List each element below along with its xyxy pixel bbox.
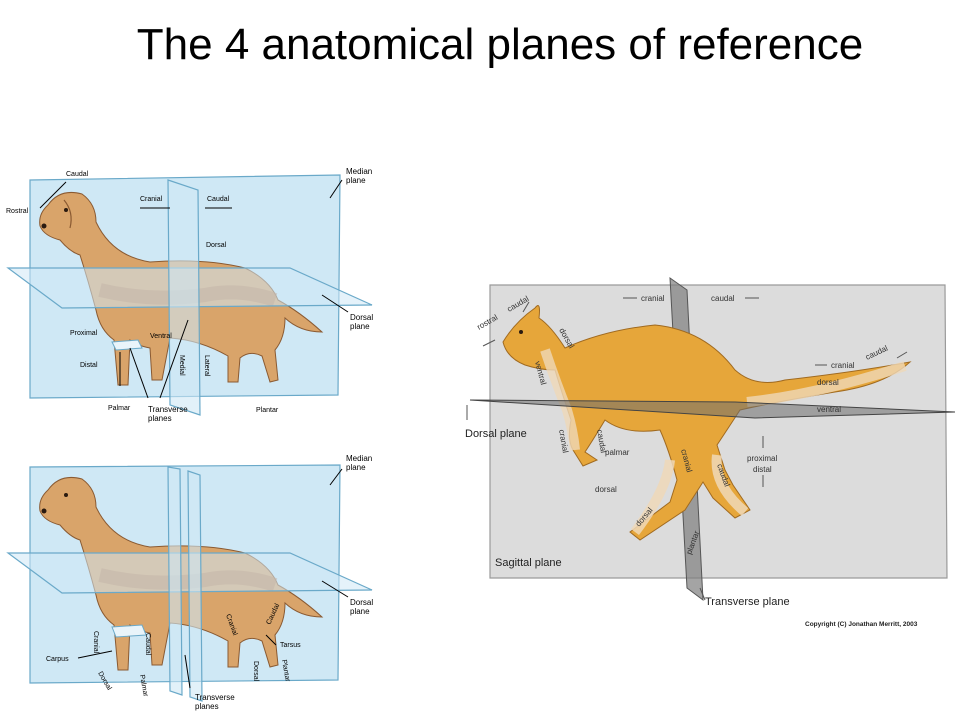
label-lateral: Lateral xyxy=(203,355,210,377)
label-distal: Distal xyxy=(80,362,98,369)
label-palmar: Palmar xyxy=(138,674,149,698)
leg-transverse-plane xyxy=(111,339,143,351)
label-caudal-leg: Caudal xyxy=(144,633,151,656)
label-distal: distal xyxy=(753,465,772,474)
transverse-plane xyxy=(167,179,201,416)
label-ventral: Ventral xyxy=(150,333,172,340)
label-plantar: Plantar xyxy=(280,659,291,683)
label-cranial-arm: cranial xyxy=(557,429,570,454)
transverse-planes-line2: planes xyxy=(148,414,172,423)
label-proximal: Proximal xyxy=(70,330,98,337)
transverse-planes-line1: Transverse xyxy=(148,405,188,414)
label-sagittal-plane: Sagittal plane xyxy=(495,557,562,569)
label-medial: Medial xyxy=(178,355,185,376)
copyright-notice: Copyright (C) Jonathan Merritt, 2003 xyxy=(805,621,918,628)
label-transverse-plane: Transverse plane xyxy=(705,596,790,608)
label-rostral: Rostral xyxy=(6,208,29,215)
label-caudal-top: Caudal xyxy=(66,171,89,178)
label-cranial-top: cranial xyxy=(641,294,665,303)
label-proximal: proximal xyxy=(747,454,777,463)
median-plane-line2: plane xyxy=(346,176,366,185)
dorsal-plane-line1: Dorsal xyxy=(350,598,373,607)
dorsal-plane-line2: plane xyxy=(350,322,370,331)
label-dorsal: Dorsal xyxy=(206,242,227,249)
label-carpus: Carpus xyxy=(46,656,69,663)
dorsal-plane-line2: plane xyxy=(350,607,370,616)
slide-title: The 4 anatomical planes of reference xyxy=(136,20,864,69)
median-plane-line1: Median xyxy=(346,167,372,176)
label-palmar: Palmar xyxy=(108,405,131,412)
label-dorsal-plane: Dorsal plane xyxy=(465,428,527,440)
label-ventral-tail: ventral xyxy=(817,405,841,414)
label-caudal-top: caudal xyxy=(711,294,735,303)
label-dorsal-hind: Dorsal xyxy=(252,661,259,682)
carpus-plane xyxy=(111,624,147,638)
median-plane-line2: plane xyxy=(346,463,366,472)
dorsal-plane xyxy=(469,399,956,419)
kangaroo-planes-diagram: cranial caudal rostral caudal dorsal ven… xyxy=(465,276,956,628)
kangaroo-figure xyxy=(502,305,912,541)
transverse-planes-line2: planes xyxy=(195,702,219,711)
arrow-group xyxy=(466,297,908,601)
median-plane-line1: Median xyxy=(346,455,372,463)
dorsal-plane-line1: Dorsal xyxy=(350,313,373,322)
label-cranial: Cranial xyxy=(140,196,163,203)
transverse-planes-line1: Transverse xyxy=(195,693,235,702)
label-dorsal-tail: dorsal xyxy=(817,378,839,387)
label-cranial-tail: cranial xyxy=(831,361,855,370)
label-caudal-arm: caudal xyxy=(595,429,608,454)
transverse-plane-front xyxy=(167,466,183,696)
label-caudal: Caudal xyxy=(207,196,230,203)
label-dorsal-hand: dorsal xyxy=(595,485,617,494)
label-tarsus: Tarsus xyxy=(280,642,301,649)
label-palmar: palmar xyxy=(605,448,630,457)
label-plantar: Plantar xyxy=(256,407,279,414)
label-cranial: Cranial xyxy=(92,631,99,654)
transverse-plane-back xyxy=(187,470,203,702)
